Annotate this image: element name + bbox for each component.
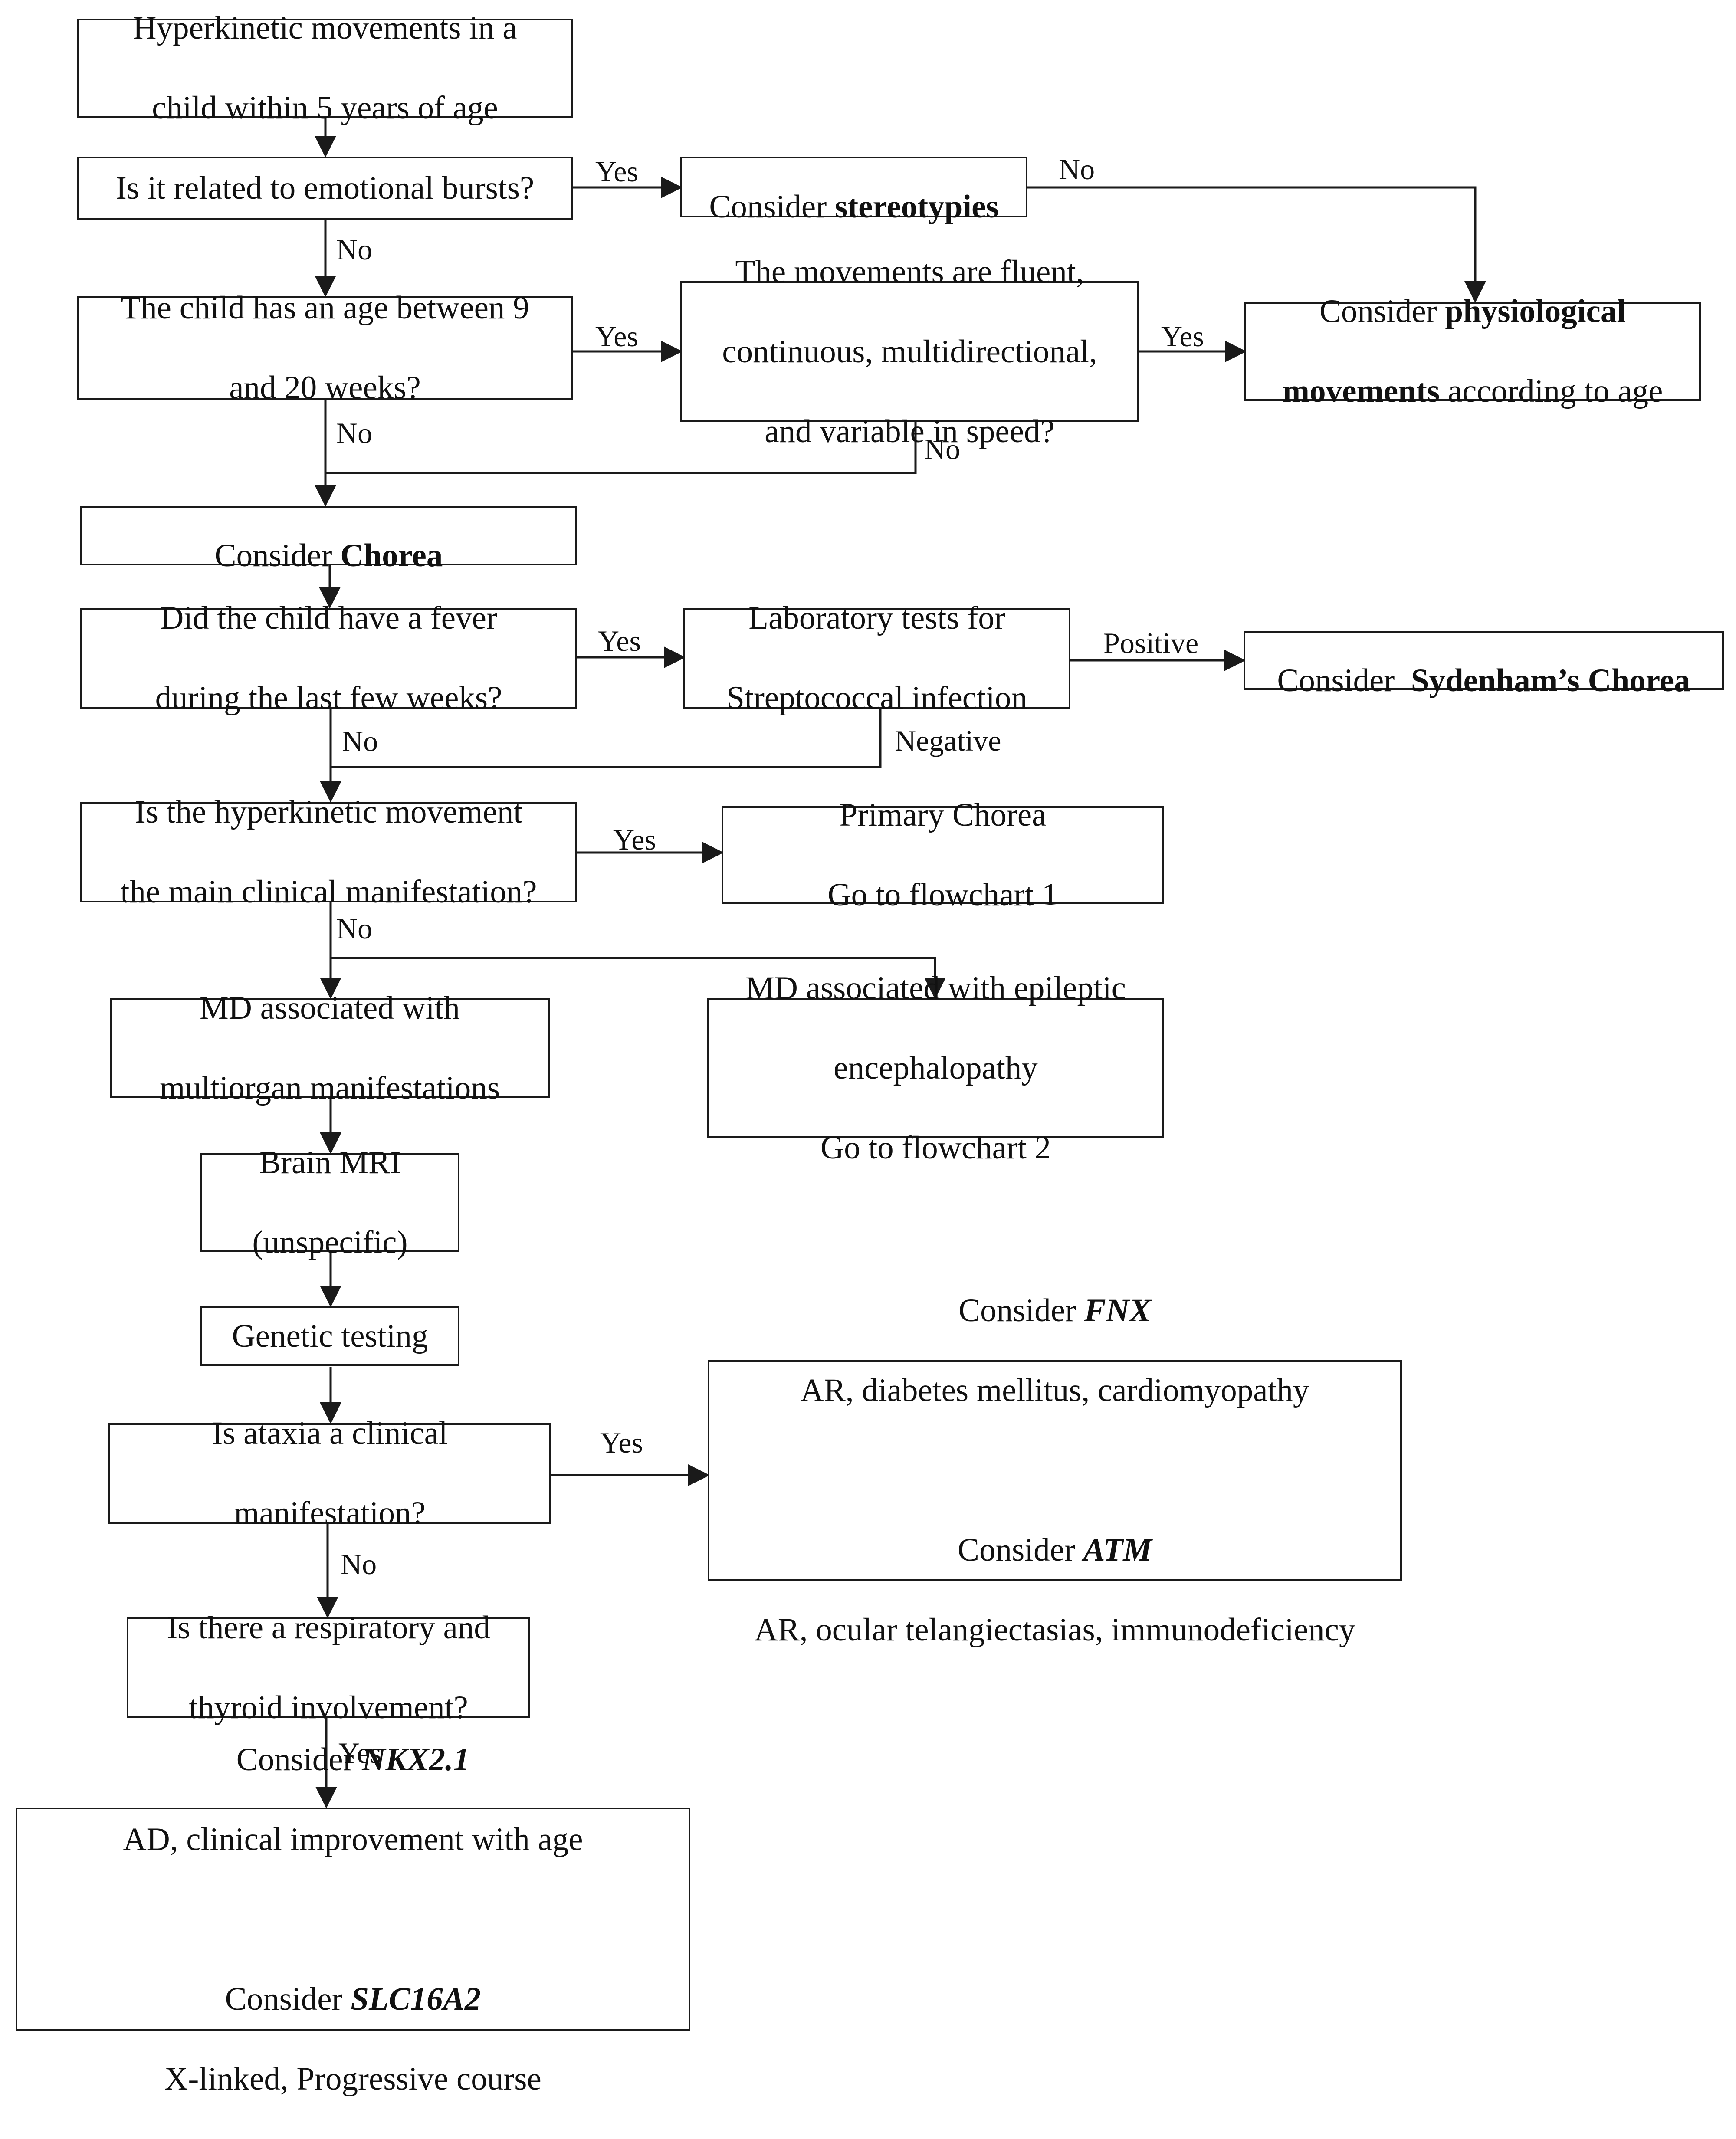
md-multiorgan-node: MD associated with multiorgan manifestat… (110, 990, 550, 1106)
resp-question-line-1: Is there a respiratory and (167, 1610, 490, 1646)
fnx-gene: FNX (1084, 1293, 1151, 1329)
brain-mri-line-2: (unspecific) (252, 1224, 408, 1260)
slc-gene: SLC16A2 (351, 1981, 481, 2017)
fluent-question-line-1: The movements are fluent, (735, 253, 1084, 290)
fluent-question-line-3: and variable in speed? (765, 413, 1055, 449)
sydenham-prefix: Consider (1277, 662, 1411, 699)
ataxia-question-line-2: manifestation? (234, 1495, 426, 1531)
flowchart: Hyperkinetic movements in a child within… (16, 10, 1724, 2097)
nkx-gene: NKX2.1 (362, 1741, 470, 1778)
label-emotional-no: No (336, 233, 373, 266)
fever-question: Did the child have a fever during the la… (80, 600, 577, 716)
start-node-line-2: child within 5 years of age (152, 90, 498, 126)
resp-question-line-2: thyroid involvement? (189, 1690, 468, 1726)
nkx-description: AD, clinical improvement with age (123, 1821, 583, 1857)
arrow-stereotypies-no (1026, 186, 1486, 303)
physiological-term: physiological (1445, 293, 1626, 329)
ataxia-question-line-1: Is ataxia a clinical (212, 1415, 448, 1451)
start-node-line-1: Hyperkinetic movements in a (133, 10, 517, 46)
md-epileptic-line-3: Go to flowchart 2 (820, 1130, 1051, 1166)
fnx-description: AR, diabetes mellitus, cardiomyopathy (800, 1372, 1309, 1408)
label-lab-negative: Negative (895, 724, 1001, 757)
brain-mri-node: Brain MRI (unspecific) (200, 1145, 459, 1260)
physiological-suffix: according to age (1440, 373, 1663, 409)
label-age-no: No (336, 417, 373, 449)
connector-layer (315, 116, 1486, 1808)
fnx-prefix: Consider (958, 1293, 1084, 1329)
label-age-yes: Yes (595, 320, 638, 353)
md-epileptic-node: MD associated with epileptic encephalopa… (707, 970, 1164, 1166)
slc-prefix: Consider (225, 1981, 351, 2017)
age-question-line-2: and 20 weeks? (229, 370, 421, 406)
nkx-slc-node: Consider NKX2.1 AD, clinical improvement… (16, 1742, 690, 2097)
brain-mri-line-1: Brain MRI (259, 1145, 401, 1181)
md-multiorgan-line-1: MD associated with (200, 990, 460, 1026)
sydenham-term: Sydenham’s Chorea (1411, 662, 1690, 699)
ataxia-question: Is ataxia a clinical manifestation? (108, 1415, 551, 1531)
fluent-question-line-2: continuous, multidirectional, (722, 333, 1097, 370)
stereotypies-term: stereotypies (834, 189, 999, 225)
chorea-prefix: Consider (214, 537, 341, 574)
fnx-atm-node: Consider FNX AR, diabetes mellitus, card… (708, 1293, 1402, 1648)
label-fever-yes: Yes (598, 624, 641, 657)
lab-tests-line-2: Streptococcal infection (726, 680, 1027, 716)
physiological-prefix: Consider (1319, 293, 1445, 329)
label-ataxia-no: No (341, 1548, 377, 1581)
nkx-prefix: Consider (236, 1741, 362, 1778)
age-question: The child has an age between 9 and 20 we… (77, 290, 573, 406)
stereotypies-node: Consider stereotypies (680, 157, 1027, 225)
physiological-node: Consider physiological movements accordi… (1244, 293, 1701, 409)
fluent-question: The movements are fluent, continuous, mu… (680, 254, 1139, 449)
md-multiorgan-line-2: multiorgan manifestations (160, 1070, 500, 1106)
arrow-lab-negative (331, 709, 882, 768)
sydenham-node: Consider Sydenham’s Chorea (1244, 631, 1724, 699)
respiratory-question: Is there a respiratory and thyroid invol… (127, 1610, 530, 1726)
main-manifestation-question: Is the hyperkinetic movement the main cl… (80, 794, 577, 910)
md-epileptic-line-1: MD associated with epileptic (745, 970, 1126, 1006)
label-main-yes: Yes (613, 823, 656, 856)
slc-description: X-linked, Progressive course (164, 2060, 541, 2097)
arrow-main-no-branch (331, 957, 946, 999)
label-emotional-yes: Yes (595, 155, 638, 188)
main-question-line-1: Is the hyperkinetic movement (135, 794, 523, 830)
chorea-term: Chorea (340, 537, 443, 574)
fever-question-line-1: Did the child have a fever (160, 600, 497, 636)
main-question-line-2: the main clinical manifestation? (120, 874, 537, 910)
label-fluent-yes: Yes (1161, 320, 1204, 353)
fever-question-line-2: during the last few weeks? (155, 680, 502, 716)
arrow-fluent-no (325, 422, 917, 474)
label-lab-positive: Positive (1103, 627, 1199, 659)
primary-chorea-line-2: Go to flowchart 1 (827, 876, 1058, 913)
chorea-node: Consider Chorea (80, 506, 577, 574)
label-fever-no: No (342, 725, 378, 758)
emotional-question: Is it related to emotional bursts? (77, 157, 573, 220)
physiological-term-2: movements (1282, 373, 1440, 409)
emotional-question-text: Is it related to emotional bursts? (115, 170, 535, 206)
atm-gene: ATM (1083, 1532, 1152, 1568)
md-epileptic-line-2: encephalopathy (834, 1050, 1038, 1086)
atm-prefix: Consider (958, 1532, 1083, 1568)
primary-chorea-node: Primary Chorea Go to flowchart 1 (722, 797, 1164, 913)
genetic-testing-text: Genetic testing (232, 1318, 428, 1354)
label-stereotypies-no: No (1059, 153, 1095, 186)
atm-description: AR, ocular telangiectasias, immunodefici… (754, 1612, 1355, 1648)
age-question-line-1: The child has an age between 9 (121, 290, 529, 326)
lab-tests-line-1: Laboratory tests for (748, 600, 1005, 636)
label-main-no: No (336, 912, 373, 945)
start-node: Hyperkinetic movements in a child within… (77, 10, 573, 126)
label-ataxia-yes: Yes (600, 1426, 643, 1459)
primary-chorea-line-1: Primary Chorea (839, 797, 1047, 833)
label-fluent-no: No (924, 433, 961, 466)
lab-tests-node: Laboratory tests for Streptococcal infec… (683, 600, 1070, 716)
genetic-testing-node: Genetic testing (200, 1306, 459, 1366)
stereotypies-prefix: Consider (709, 189, 835, 225)
label-resp-yes: Yes (338, 1736, 381, 1769)
